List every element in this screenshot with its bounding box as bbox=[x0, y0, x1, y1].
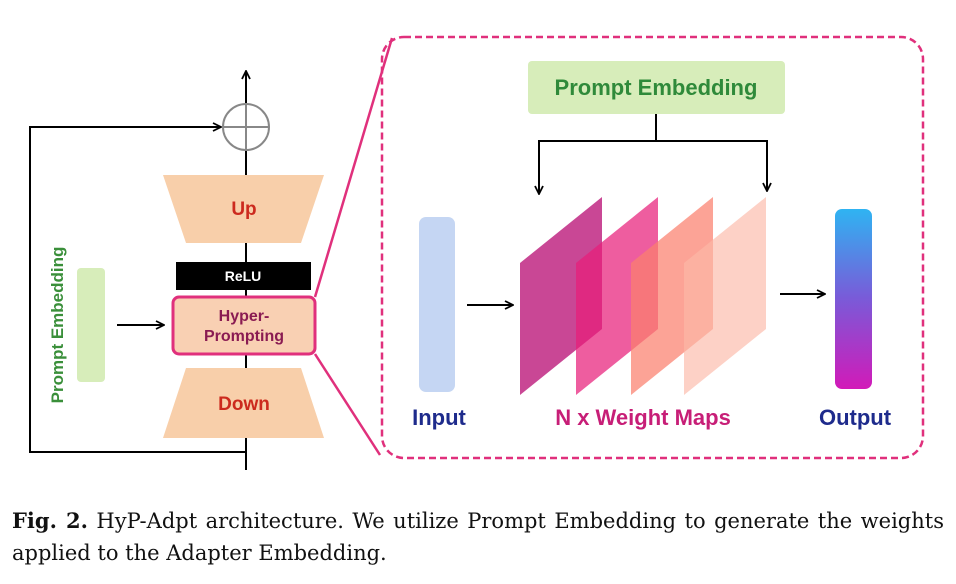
up-projection-block bbox=[163, 175, 324, 243]
detail-panel bbox=[380, 35, 925, 460]
embedding-split-arrow-left bbox=[539, 140, 656, 193]
relu-label: ReLU bbox=[225, 268, 262, 284]
zoom-line-bottom bbox=[313, 353, 382, 456]
residual-connection bbox=[29, 127, 246, 453]
hyper-label-line2: Prompting bbox=[204, 328, 284, 345]
hyper-label-line1: Hyper- bbox=[219, 308, 270, 325]
down-label: Down bbox=[218, 394, 270, 415]
architecture-diagram: Up ReLU Hyper- Prompting Down Prompt Emb… bbox=[29, 35, 925, 470]
output-bar bbox=[835, 209, 872, 389]
zoom-line-top bbox=[313, 37, 394, 298]
caption-text: HyP-Adpt architecture. We utilize Prompt… bbox=[12, 509, 944, 565]
prompt-embedding-box bbox=[528, 61, 785, 114]
up-label: Up bbox=[231, 199, 256, 220]
relu-block bbox=[176, 262, 311, 290]
side-prompt-embedding-label: Prompt Embedding bbox=[48, 247, 67, 404]
output-label: Output bbox=[819, 405, 892, 430]
prompt-embedding-top-label: Prompt Embedding bbox=[555, 75, 758, 100]
embedding-split-arrow-right bbox=[656, 140, 767, 190]
down-projection-block bbox=[163, 368, 324, 438]
weight-maps-label: N x Weight Maps bbox=[555, 405, 731, 430]
input-label: Input bbox=[412, 405, 466, 430]
side-prompt-embedding-bar bbox=[77, 268, 105, 382]
weight-maps bbox=[520, 197, 766, 395]
hyper-prompting-block bbox=[171, 295, 317, 356]
input-bar bbox=[419, 217, 455, 392]
figure-caption: Fig. 2. HyP-Adpt architecture. We utiliz… bbox=[12, 505, 944, 569]
caption-label: Fig. 2. bbox=[12, 508, 88, 533]
add-icon bbox=[222, 103, 270, 151]
weight-map-4 bbox=[684, 197, 766, 395]
